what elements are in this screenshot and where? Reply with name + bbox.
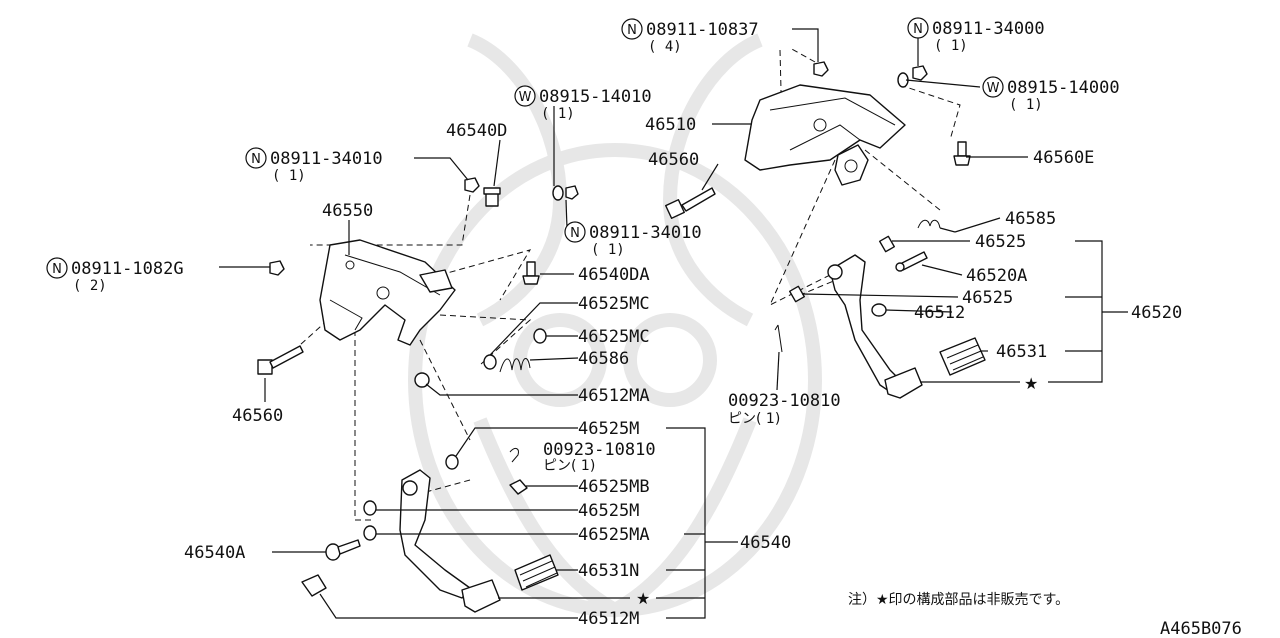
svg-text:W: W bbox=[519, 90, 532, 105]
qty-08911-10837: ( 4) bbox=[648, 39, 682, 55]
pin-right bbox=[774, 324, 783, 353]
label-46510[interactable]: 46510 bbox=[645, 115, 696, 135]
svg-text:N: N bbox=[52, 262, 62, 277]
bushing-46525M-b bbox=[363, 500, 377, 516]
clutch-pedal-46540 bbox=[399, 469, 559, 613]
label-46512MA[interactable]: 46512MA bbox=[578, 386, 650, 406]
bushing-46525MC-b bbox=[533, 328, 547, 344]
label-46512M[interactable]: 46512M bbox=[578, 609, 639, 629]
label-46531N[interactable]: 46531N bbox=[578, 561, 639, 581]
badge-N-08911-1082G: N bbox=[46, 257, 68, 279]
svg-text:N: N bbox=[627, 23, 637, 38]
label-08911-1082G[interactable]: 08911-1082G bbox=[71, 259, 184, 279]
label-46525-a[interactable]: 46525 bbox=[975, 232, 1026, 252]
star-left: ★ bbox=[636, 589, 650, 608]
label-pin-left[interactable]: 00923-10810 bbox=[543, 440, 656, 460]
label-46540A[interactable]: 46540A bbox=[184, 543, 245, 563]
nut-08911-34000 bbox=[897, 65, 928, 88]
label-46560-top[interactable]: 46560 bbox=[648, 150, 699, 170]
label-46550[interactable]: 46550 bbox=[322, 201, 373, 221]
leader-lines bbox=[219, 28, 1128, 619]
star-right: ★ bbox=[1024, 374, 1038, 393]
nut-08911-10837 bbox=[813, 61, 829, 77]
label-46525M-a[interactable]: 46525M bbox=[578, 419, 639, 439]
label-46560-left[interactable]: 46560 bbox=[232, 406, 283, 426]
label-46540DA[interactable]: 46540DA bbox=[578, 265, 650, 285]
label-pin-right[interactable]: 00923-10810 bbox=[728, 391, 841, 411]
badge-N-08911-10837: N bbox=[621, 18, 643, 40]
qty-08911-34000: ( 1) bbox=[934, 38, 968, 54]
bolt-46560E bbox=[953, 141, 971, 166]
label-46525MB[interactable]: 46525MB bbox=[578, 477, 650, 497]
label-46525MC-a[interactable]: 46525MC bbox=[578, 294, 650, 314]
stopper-46512M bbox=[301, 574, 327, 597]
bolt-46560-left bbox=[257, 345, 304, 375]
label-08911-34010-b[interactable]: 08911-34010 bbox=[589, 223, 702, 243]
bushing-46525MA bbox=[363, 525, 377, 541]
label-08911-34010-a[interactable]: 08911-34010 bbox=[270, 149, 383, 169]
label-46586[interactable]: 46586 bbox=[578, 349, 629, 369]
nut-08911-34010-b bbox=[565, 185, 579, 200]
bushing-46525-a bbox=[878, 235, 896, 253]
nut-08911-34010-a bbox=[464, 177, 480, 193]
brake-pedal-46520 bbox=[827, 254, 986, 399]
qty-pin-left: ピン( 1) bbox=[543, 458, 595, 474]
spring-46586 bbox=[499, 358, 531, 373]
label-46540D[interactable]: 46540D bbox=[446, 121, 507, 141]
badge-N-08911-34010-b: N bbox=[564, 221, 586, 243]
bushing-46525MC-a bbox=[483, 354, 497, 370]
svg-text:N: N bbox=[251, 152, 261, 167]
svg-text:W: W bbox=[987, 81, 1000, 96]
bolt-46520A bbox=[895, 251, 928, 272]
label-46520[interactable]: 46520 bbox=[1131, 303, 1182, 323]
label-08915-14010[interactable]: 08915-14010 bbox=[539, 87, 652, 107]
label-08911-10837[interactable]: 08911-10837 bbox=[646, 20, 759, 40]
qty-08915-14000: ( 1) bbox=[1009, 97, 1043, 113]
label-46531[interactable]: 46531 bbox=[996, 342, 1047, 362]
label-46525MC-b[interactable]: 46525MC bbox=[578, 327, 650, 347]
label-46525MA[interactable]: 46525MA bbox=[578, 525, 650, 545]
badge-W-08915-14010: W bbox=[514, 85, 536, 107]
qty-pin-right: ピン( 1) bbox=[728, 411, 780, 427]
spring-46585 bbox=[917, 219, 956, 233]
label-08911-34000[interactable]: 08911-34000 bbox=[932, 19, 1045, 39]
nut-08911-1082G bbox=[269, 260, 285, 276]
badge-N-08911-34010-a: N bbox=[245, 147, 267, 169]
label-46520A[interactable]: 46520A bbox=[966, 266, 1027, 286]
label-08915-14000[interactable]: 08915-14000 bbox=[1007, 78, 1120, 98]
bushing-46525M-a bbox=[445, 454, 459, 470]
qty-08911-1082G: ( 2) bbox=[73, 278, 107, 294]
label-46560E[interactable]: 46560E bbox=[1033, 148, 1094, 168]
label-46525M-b[interactable]: 46525M bbox=[578, 501, 639, 521]
washer-08915-14010 bbox=[552, 185, 564, 201]
qty-08911-34010-a: ( 1) bbox=[272, 168, 306, 184]
bolt-46560-top bbox=[664, 187, 716, 220]
diagram-code: A465B076 bbox=[1160, 619, 1242, 638]
stopper-46512MA bbox=[414, 372, 430, 388]
pedal-bracket-46510 bbox=[744, 84, 906, 186]
footnote: 注）★印の構成部品は非販売です。 bbox=[848, 592, 1069, 608]
clip-46525MB bbox=[509, 479, 528, 495]
badge-N-08911-34000: N bbox=[907, 17, 929, 39]
label-46512[interactable]: 46512 bbox=[914, 303, 965, 323]
svg-text:N: N bbox=[570, 226, 580, 241]
pedal-bracket-46550 bbox=[319, 239, 456, 346]
bolt-46540D bbox=[483, 187, 501, 207]
pin-left bbox=[509, 447, 519, 463]
label-46525-b[interactable]: 46525 bbox=[962, 288, 1013, 308]
bolt-46540DA bbox=[522, 261, 540, 285]
label-46540[interactable]: 46540 bbox=[740, 533, 791, 553]
bolt-46540A bbox=[325, 539, 361, 561]
stopper-46512 bbox=[871, 303, 887, 317]
svg-text:N: N bbox=[913, 22, 923, 37]
bushing-46525-b bbox=[788, 285, 806, 303]
qty-08911-34010-b: ( 1) bbox=[591, 242, 625, 258]
badge-W-08915-14000: W bbox=[982, 76, 1004, 98]
label-46585[interactable]: 46585 bbox=[1005, 209, 1056, 229]
qty-08915-14010: ( 1) bbox=[541, 106, 575, 122]
